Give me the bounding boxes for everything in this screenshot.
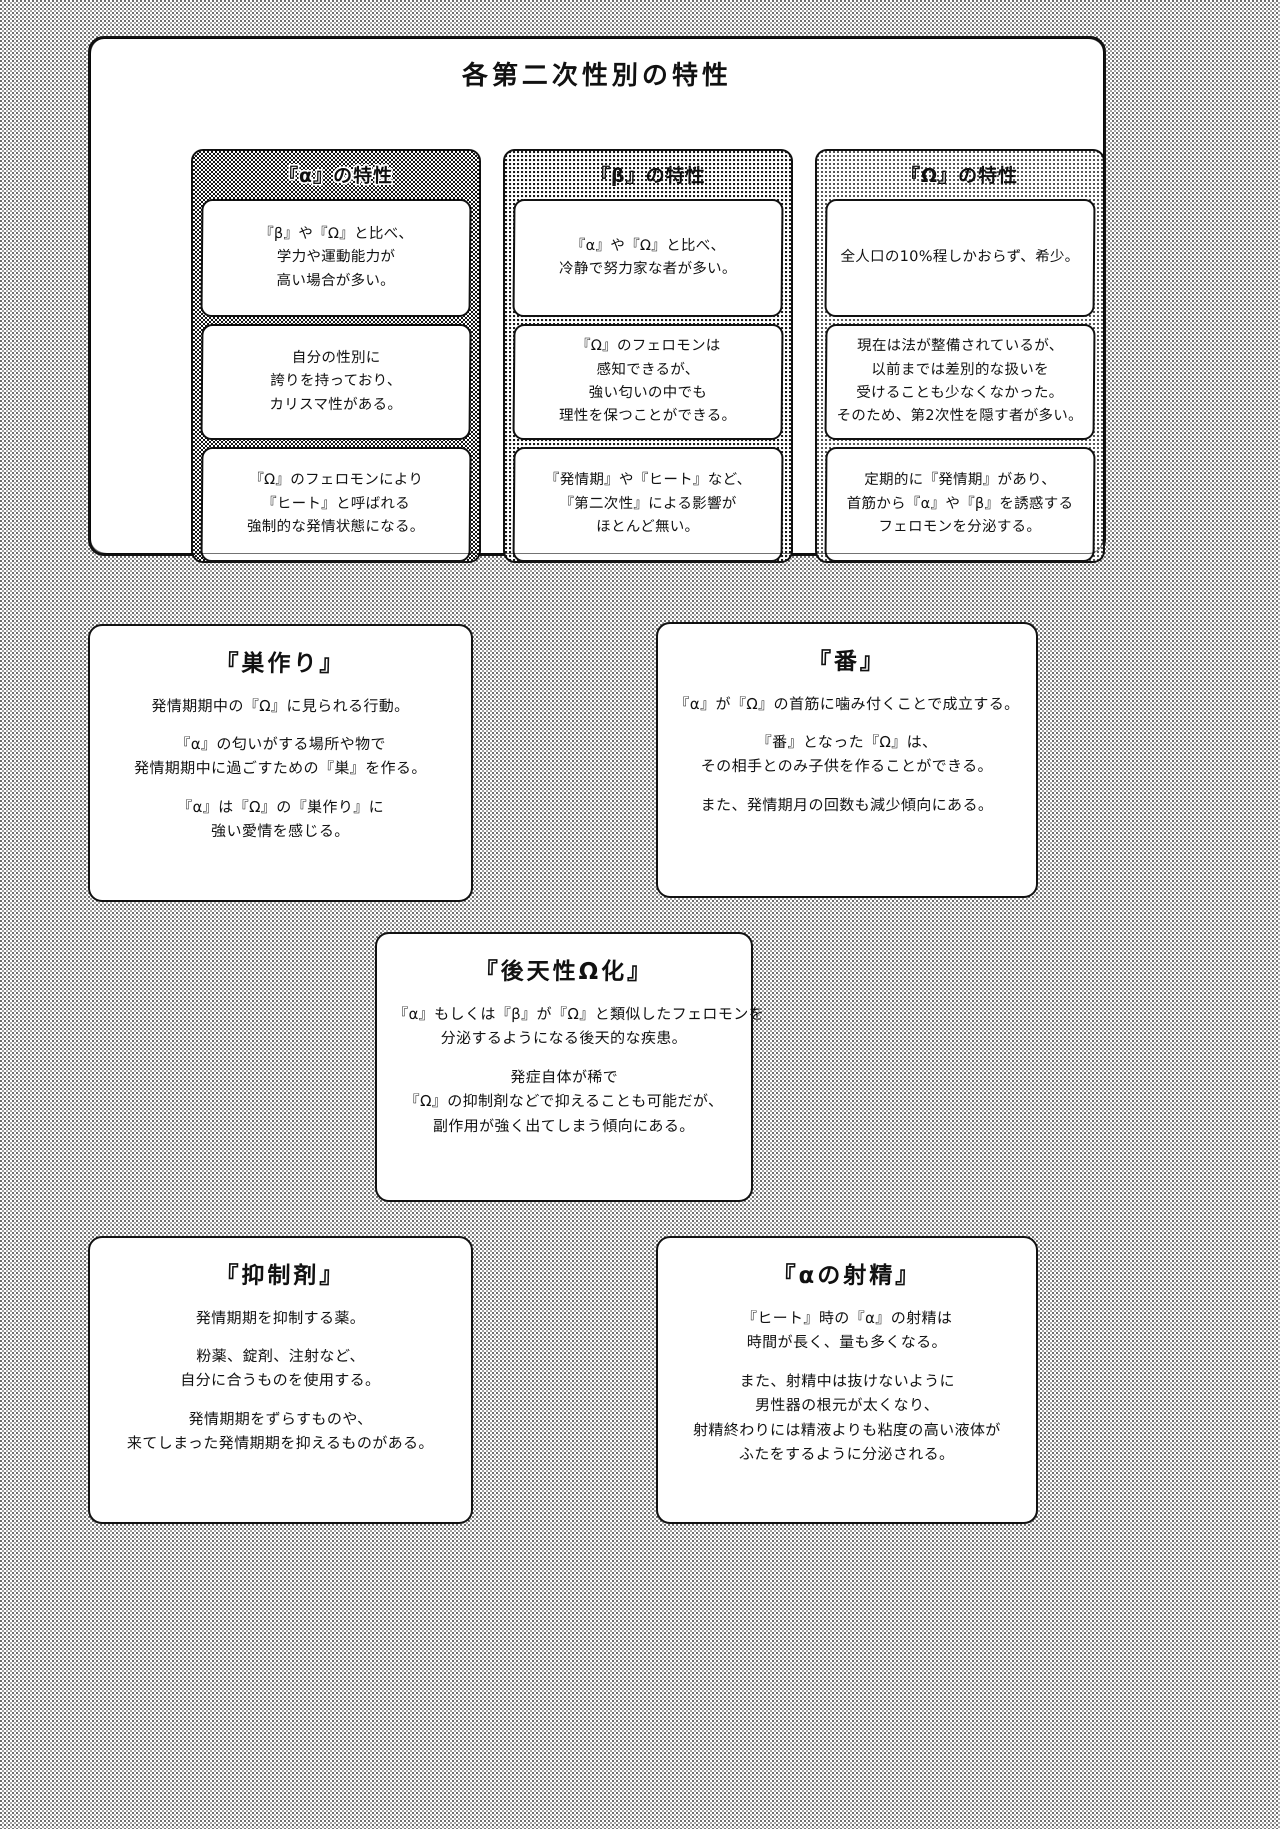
cell-line: 首筋から『α』や『β』を誘惑する: [846, 495, 1074, 512]
paragraph-line: 分泌するようになる後天的な疾患。: [440, 1029, 688, 1048]
cell-line: 強い匂いの中でも: [588, 385, 708, 401]
column-alpha-cell-1: 『β』や『Ω』と比べ、 学力や運動能力が 高い場合が多い。: [200, 199, 472, 317]
card-acquired-omega-title: 『後天性Ω化』: [474, 959, 654, 985]
card-acquired-omega: 『後天性Ω化』 『α』もしくは『β』が『Ω』と類似したフェロモンを 分泌するよう…: [375, 932, 765, 1202]
cell-line: 現在は法が整備されているが、: [856, 338, 1064, 355]
column-beta-header-label: 『β』の特性: [590, 165, 706, 187]
column-beta: 『β』の特性 『α』や『Ω』と比べ、 冷静で努力家な者が多い。 『Ω』のフェロモ…: [503, 149, 793, 563]
card-suppressant-paragraph-1: 発情期期を抑制する薬。: [106, 1306, 455, 1330]
cell-line: 『発情期』や『ヒート』など、: [544, 472, 752, 489]
column-omega-cell-3: 定期的に『発情期』があり、 首筋から『α』や『β』を誘惑する フェロモンを分泌す…: [824, 447, 1096, 562]
cell-line: 理性を保つことができる。: [558, 408, 737, 425]
paragraph-line: 時間が長く、量も多くなる。: [746, 1333, 948, 1352]
cell-line: 『第二次性』による影響が: [559, 495, 737, 512]
column-omega-cell-1: 全人口の10%程しかおらず、希少。: [824, 199, 1096, 317]
card-alpha-ejaculation: 『αの射精』 『ヒート』時の『α』の射精は 時間が長く、量も多くなる。 また、射…: [656, 1236, 1038, 1524]
cell-line: ほとんど無い。: [596, 519, 700, 536]
card-mate-title: 『番』: [807, 649, 887, 675]
paragraph-line: その相手とのみ子供を作ることができる。: [700, 757, 994, 776]
card-nest-paragraph-1: 発情期期中の『Ω』に見られる行動。: [106, 694, 455, 718]
cell-line: 冷静で努力家な者が多い。: [559, 261, 737, 277]
card-alpha-ejaculation-paragraph-1: 『ヒート』時の『α』の射精は 時間が長く、量も多くなる。: [674, 1306, 1020, 1355]
column-alpha-cell-3: 『Ω』のフェロモンにより 『ヒート』と呼ばれる 強制的な発情状態になる。: [200, 447, 472, 562]
cell-line: 強制的な発情状態になる。: [246, 519, 425, 536]
cell-line: 自分の性別に: [291, 349, 381, 366]
paragraph-line: 強い愛情を感じる。: [211, 822, 350, 841]
secondary-gender-traits-panel: 各第二次性別の特性 『α』の特性 『β』や『Ω』と比べ、 学力や運動能力が 高い…: [88, 36, 1106, 563]
paragraph-line: 『α』の匂いがする場所や物で: [175, 735, 386, 754]
paragraph-line: ふたをするように分泌される。: [738, 1444, 955, 1463]
cell-line: 感知できるが、: [596, 361, 700, 378]
cell-line: 誇りを持っており、: [270, 373, 402, 390]
cell-line: 全人口の10%程しかおらず、希少。: [840, 249, 1080, 266]
cell-line: フェロモンを分泌する。: [878, 519, 1042, 536]
cell-line: 以前までは差別的な扱いを: [871, 361, 1049, 378]
column-omega-cell-2: 現在は法が整備されているが、 以前までは差別的な扱いを 受けることも少なくなかっ…: [824, 324, 1096, 440]
card-alpha-ejaculation-title: 『αの射精』: [772, 1263, 922, 1289]
card-suppressant-title: 『抑制剤』: [215, 1263, 346, 1289]
cell-line: 『α』や『Ω』と比べ、: [570, 237, 726, 254]
card-nest: 『巣作り』 発情期期中の『Ω』に見られる行動。 『α』の匂いがする場所や物で 発…: [88, 624, 473, 902]
card-nest-title: 『巣作り』: [215, 651, 346, 677]
paragraph-line: 発情期期中に過ごすための『巣』を作る。: [133, 759, 427, 778]
column-omega-header-label: 『Ω』の特性: [901, 165, 1019, 187]
cell-line: 高い場合が多い。: [276, 272, 396, 289]
paragraph-line: 副作用が強く出てしまう傾向にある。: [432, 1116, 695, 1135]
column-beta-cell-1: 『α』や『Ω』と比べ、 冷静で努力家な者が多い。: [512, 199, 784, 317]
cell-line: 学力や運動能力が: [276, 249, 396, 266]
column-beta-cell-3: 『発情期』や『ヒート』など、 『第二次性』による影響が ほとんど無い。: [512, 447, 784, 562]
card-mate-paragraph-3: また、発情期月の回数も減少傾向にある。: [674, 793, 1020, 817]
cell-line: 『β』や『Ω』と比べ、: [259, 225, 414, 242]
card-nest-paragraph-3: 『α』は『Ω』の『巣作り』に 強い愛情を感じる。: [106, 795, 455, 844]
paragraph-line: 発情期期中の『Ω』に見られる行動。: [151, 697, 410, 715]
paragraph-line: 『α』が『Ω』の首筋に噛み付くことで成立する。: [674, 695, 1020, 713]
paragraph-line: 射精終わりには精液よりも粘度の高い液体が: [692, 1420, 1001, 1439]
paragraph-line: 『α』は『Ω』の『巣作り』に: [177, 797, 385, 816]
card-acquired-omega-paragraph-2: 発症自体が稀で 『Ω』の抑制剤などで抑えることも可能だが、 副作用が強く出てしま…: [393, 1065, 736, 1138]
column-omega: 『Ω』の特性 全人口の10%程しかおらず、希少。 現在は法が整備されているが、 …: [815, 149, 1105, 563]
paragraph-line: 自分に合うものを使用する。: [180, 1371, 381, 1390]
paragraph-line: 『Ω』の抑制剤などで抑えることも可能だが、: [404, 1091, 724, 1110]
paragraph-line: また、発情期月の回数も減少傾向にある。: [700, 795, 994, 814]
paragraph-line: 『ヒート』時の『α』の射精は: [741, 1309, 953, 1327]
paragraph-line: 男性器の根元が太くなり、: [754, 1395, 940, 1414]
card-suppressant-paragraph-3: 発情期期をずらすものや、 来てしまった発情期期を抑えるものがある。: [106, 1407, 455, 1456]
column-beta-header: 『β』の特性: [513, 159, 783, 193]
paragraph-line: また、射精中は抜けないように: [739, 1371, 956, 1390]
paragraph-line: 来てしまった発情期期を抑えるものがある。: [126, 1434, 434, 1453]
cell-line: そのため、第2次性を隠す者が多い。: [836, 408, 1083, 425]
cell-line: 『ヒート』と呼ばれる: [261, 495, 411, 512]
column-alpha: 『α』の特性 『β』や『Ω』と比べ、 学力や運動能力が 高い場合が多い。 自分の…: [191, 149, 481, 563]
paragraph-line: 発情期期をずらすものや、: [188, 1409, 373, 1428]
cell-line: 受けることも少なくなかった。: [856, 385, 1064, 401]
card-suppressant-paragraph-2: 粉薬、錠剤、注射など、 自分に合うものを使用する。: [106, 1344, 455, 1393]
cell-line: 定期的に『発情期』があり、: [864, 472, 1057, 489]
cell-line: カリスマ性がある。: [269, 396, 403, 413]
column-omega-header: 『Ω』の特性: [825, 159, 1095, 193]
card-suppressant: 『抑制剤』 発情期期を抑制する薬。 粉薬、錠剤、注射など、 自分に合うものを使用…: [88, 1236, 473, 1524]
paragraph-line: 『α』もしくは『β』が『Ω』と類似したフェロモンを: [393, 1005, 765, 1023]
paragraph-line: 『番』となった『Ω』は、: [756, 733, 938, 752]
column-alpha-cell-2: 自分の性別に 誇りを持っており、 カリスマ性がある。: [200, 324, 472, 440]
column-beta-cell-2: 『Ω』のフェロモンは 感知できるが、 強い匂いの中でも 理性を保つことができる。: [512, 324, 784, 440]
card-alpha-ejaculation-paragraph-2: また、射精中は抜けないように 男性器の根元が太くなり、 射精終わりには精液よりも…: [674, 1369, 1021, 1466]
paragraph-line: 粉薬、錠剤、注射など、: [196, 1347, 366, 1366]
card-nest-paragraph-2: 『α』の匂いがする場所や物で 発情期期中に過ごすための『巣』を作る。: [106, 732, 455, 781]
column-alpha-header-label: 『α』の特性: [278, 165, 394, 187]
page-title: 各第二次性別の特性: [461, 61, 733, 91]
card-acquired-omega-paragraph-1: 『α』もしくは『β』が『Ω』と類似したフェロモンを 分泌するようになる後天的な疾…: [393, 1002, 765, 1051]
paragraph-line: 発情期期を抑制する薬。: [195, 1309, 366, 1327]
column-alpha-header: 『α』の特性: [201, 159, 471, 193]
paragraph-line: 発症自体が稀で: [510, 1067, 619, 1086]
card-mate-paragraph-1: 『α』が『Ω』の首筋に噛み付くことで成立する。: [674, 692, 1020, 716]
card-mate-paragraph-2: 『番』となった『Ω』は、 その相手とのみ子供を作ることができる。: [674, 730, 1020, 779]
card-mate: 『番』 『α』が『Ω』の首筋に噛み付くことで成立する。 『番』となった『Ω』は、…: [656, 622, 1038, 898]
cell-line: 『Ω』のフェロモンは: [575, 338, 721, 355]
cell-line: 『Ω』のフェロモンにより: [249, 472, 424, 489]
